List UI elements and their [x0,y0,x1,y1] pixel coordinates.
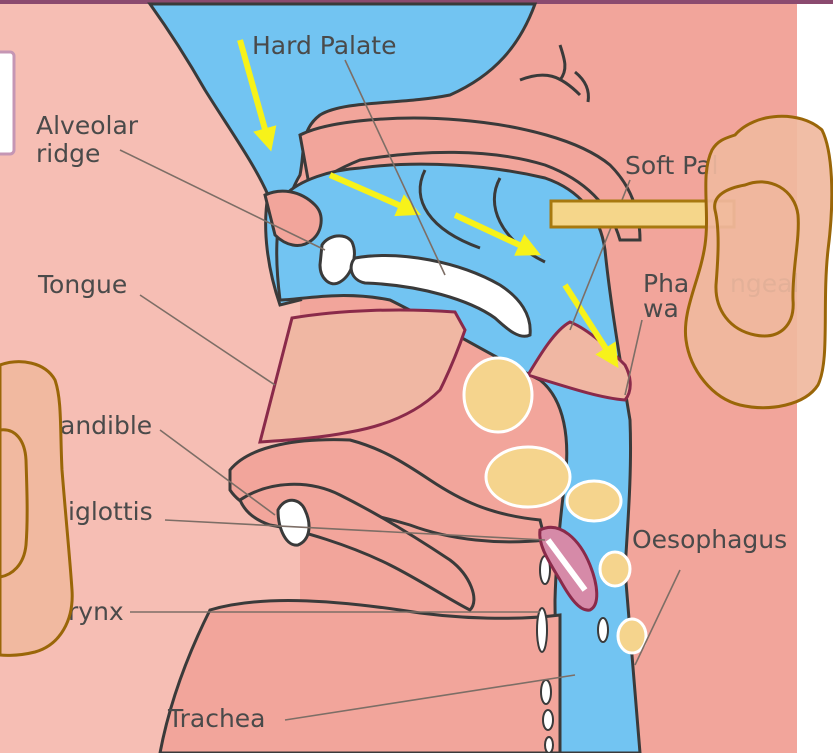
label-pharyngeal-wall: wa [643,294,679,323]
clipped-box-left [0,52,14,154]
label-epiglottis: iglottis [68,497,153,526]
label-alveolar: Alveolar [36,111,139,140]
bolus-3 [567,481,621,521]
bolus-5 [618,619,646,653]
label-hard-palate: Hard Palate [252,31,397,60]
label-ridge: ridge [36,139,100,168]
label-larynx: rynx [68,597,124,626]
label-trachea: Trachea [167,704,266,733]
label-soft-palate: Soft Pal [625,151,719,180]
label-oesophagus: Oesophagus [632,525,787,554]
label-tongue: Tongue [37,270,127,299]
bolus-4 [600,552,630,586]
bolus-2 [486,447,570,507]
label-mandible: andible [60,411,152,440]
bolus-1 [464,358,532,432]
ear-right [685,116,831,407]
